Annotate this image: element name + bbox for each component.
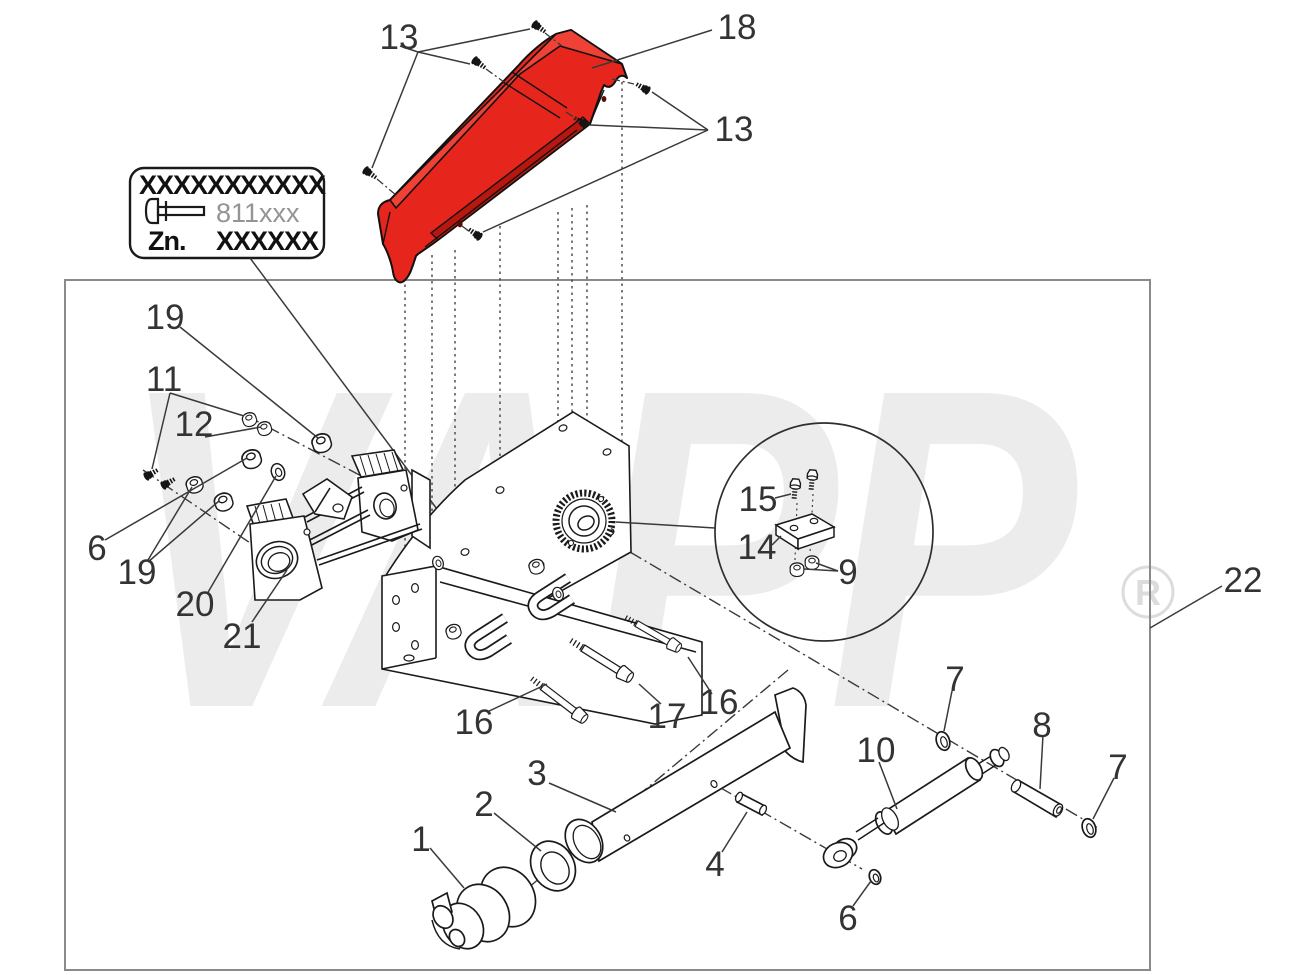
callout-10: 10 — [857, 731, 896, 770]
ring-7-left — [935, 730, 951, 752]
callout-16-left: 16 — [455, 703, 494, 742]
screw-13-2 — [469, 54, 488, 72]
callout-3: 3 — [527, 754, 546, 793]
rivet-icon — [144, 197, 206, 225]
screw-13-1 — [529, 18, 548, 36]
callout-4: 4 — [705, 845, 724, 884]
leader-lines — [104, 28, 1223, 907]
rear-bearing-housing — [350, 449, 431, 550]
drawing-frame — [64, 279, 1151, 971]
label-row3-right: XXXXXX — [216, 226, 319, 256]
callout-20: 20 — [176, 585, 215, 624]
lower-parts — [431, 687, 1097, 950]
cover-detail-lines — [382, 71, 605, 248]
cover-top-face — [389, 29, 623, 209]
callout-6-left: 6 — [87, 529, 106, 568]
registered-mark-letter: R — [1135, 572, 1161, 613]
cover-front-rim — [429, 116, 592, 241]
cylinder-10 — [822, 746, 1010, 869]
callout-11: 11 — [146, 360, 182, 399]
detail-leader — [615, 521, 716, 529]
callout-18: 18 — [718, 8, 757, 47]
callout-8: 8 — [1032, 706, 1051, 745]
label-row3-left: Zn. — [148, 226, 186, 256]
callout-12: 12 — [175, 405, 214, 444]
cover-hole-1 — [457, 220, 463, 228]
middle-yoke — [301, 478, 353, 520]
red-cover — [377, 29, 628, 284]
callout-19-bottom: 19 — [118, 553, 157, 592]
cover-hole-2 — [601, 96, 607, 102]
type-label-box: XXXXXX XXXXX 811xxx Zn. XXXXXX — [128, 166, 461, 541]
cover-body — [377, 29, 628, 284]
callout-21: 21 — [223, 617, 262, 656]
callout-17: 17 — [648, 697, 687, 736]
main-weldment — [245, 411, 703, 725]
clamp-plate-14 — [774, 513, 836, 551]
callout-9: 9 — [838, 553, 857, 592]
tube-3 — [564, 687, 807, 864]
screw-13-3 — [360, 164, 379, 182]
registered-mark-circle — [1121, 565, 1175, 619]
callout-13-right: 13 — [715, 110, 754, 149]
nut-9a — [789, 562, 805, 578]
screw-13-6 — [466, 225, 485, 243]
label-row1-left: XXXXXX — [139, 170, 242, 200]
detail-circle — [714, 422, 934, 642]
callout-16-right: 16 — [700, 683, 739, 722]
callout-labels: 13 18 13 19 11 12 6 19 20 21 15 14 9 22 … — [87, 8, 1262, 938]
callout-13-top: 13 — [380, 18, 419, 57]
serrated-disc — [552, 489, 616, 553]
callout-7-right: 7 — [1108, 748, 1127, 787]
coupling-1 — [431, 866, 537, 950]
screw-13-4 — [634, 79, 653, 97]
callout-7-left: 7 — [945, 660, 964, 699]
pin-8 — [1010, 778, 1064, 819]
guard-handles — [464, 573, 575, 661]
callout-6-bottom: 6 — [838, 899, 857, 938]
label-row1-right: XXXXX — [240, 170, 326, 200]
callout-19-top: 19 — [146, 298, 185, 337]
pin-4 — [734, 791, 768, 817]
callout-15: 15 — [739, 480, 778, 519]
callout-22: 22 — [1224, 561, 1263, 600]
ring-7-right — [1081, 817, 1097, 839]
callout-14: 14 — [738, 528, 777, 567]
callout-1: 1 — [411, 820, 430, 859]
cover-screws — [360, 18, 653, 243]
detail-circle-group — [615, 422, 934, 642]
washer-6-bottom — [868, 868, 882, 886]
screw-axes — [376, 32, 635, 233]
label-part-number: 811xxx — [216, 198, 300, 228]
callout-2: 2 — [474, 785, 493, 824]
ring-2 — [529, 840, 577, 892]
front-bearing-housing — [245, 498, 323, 601]
